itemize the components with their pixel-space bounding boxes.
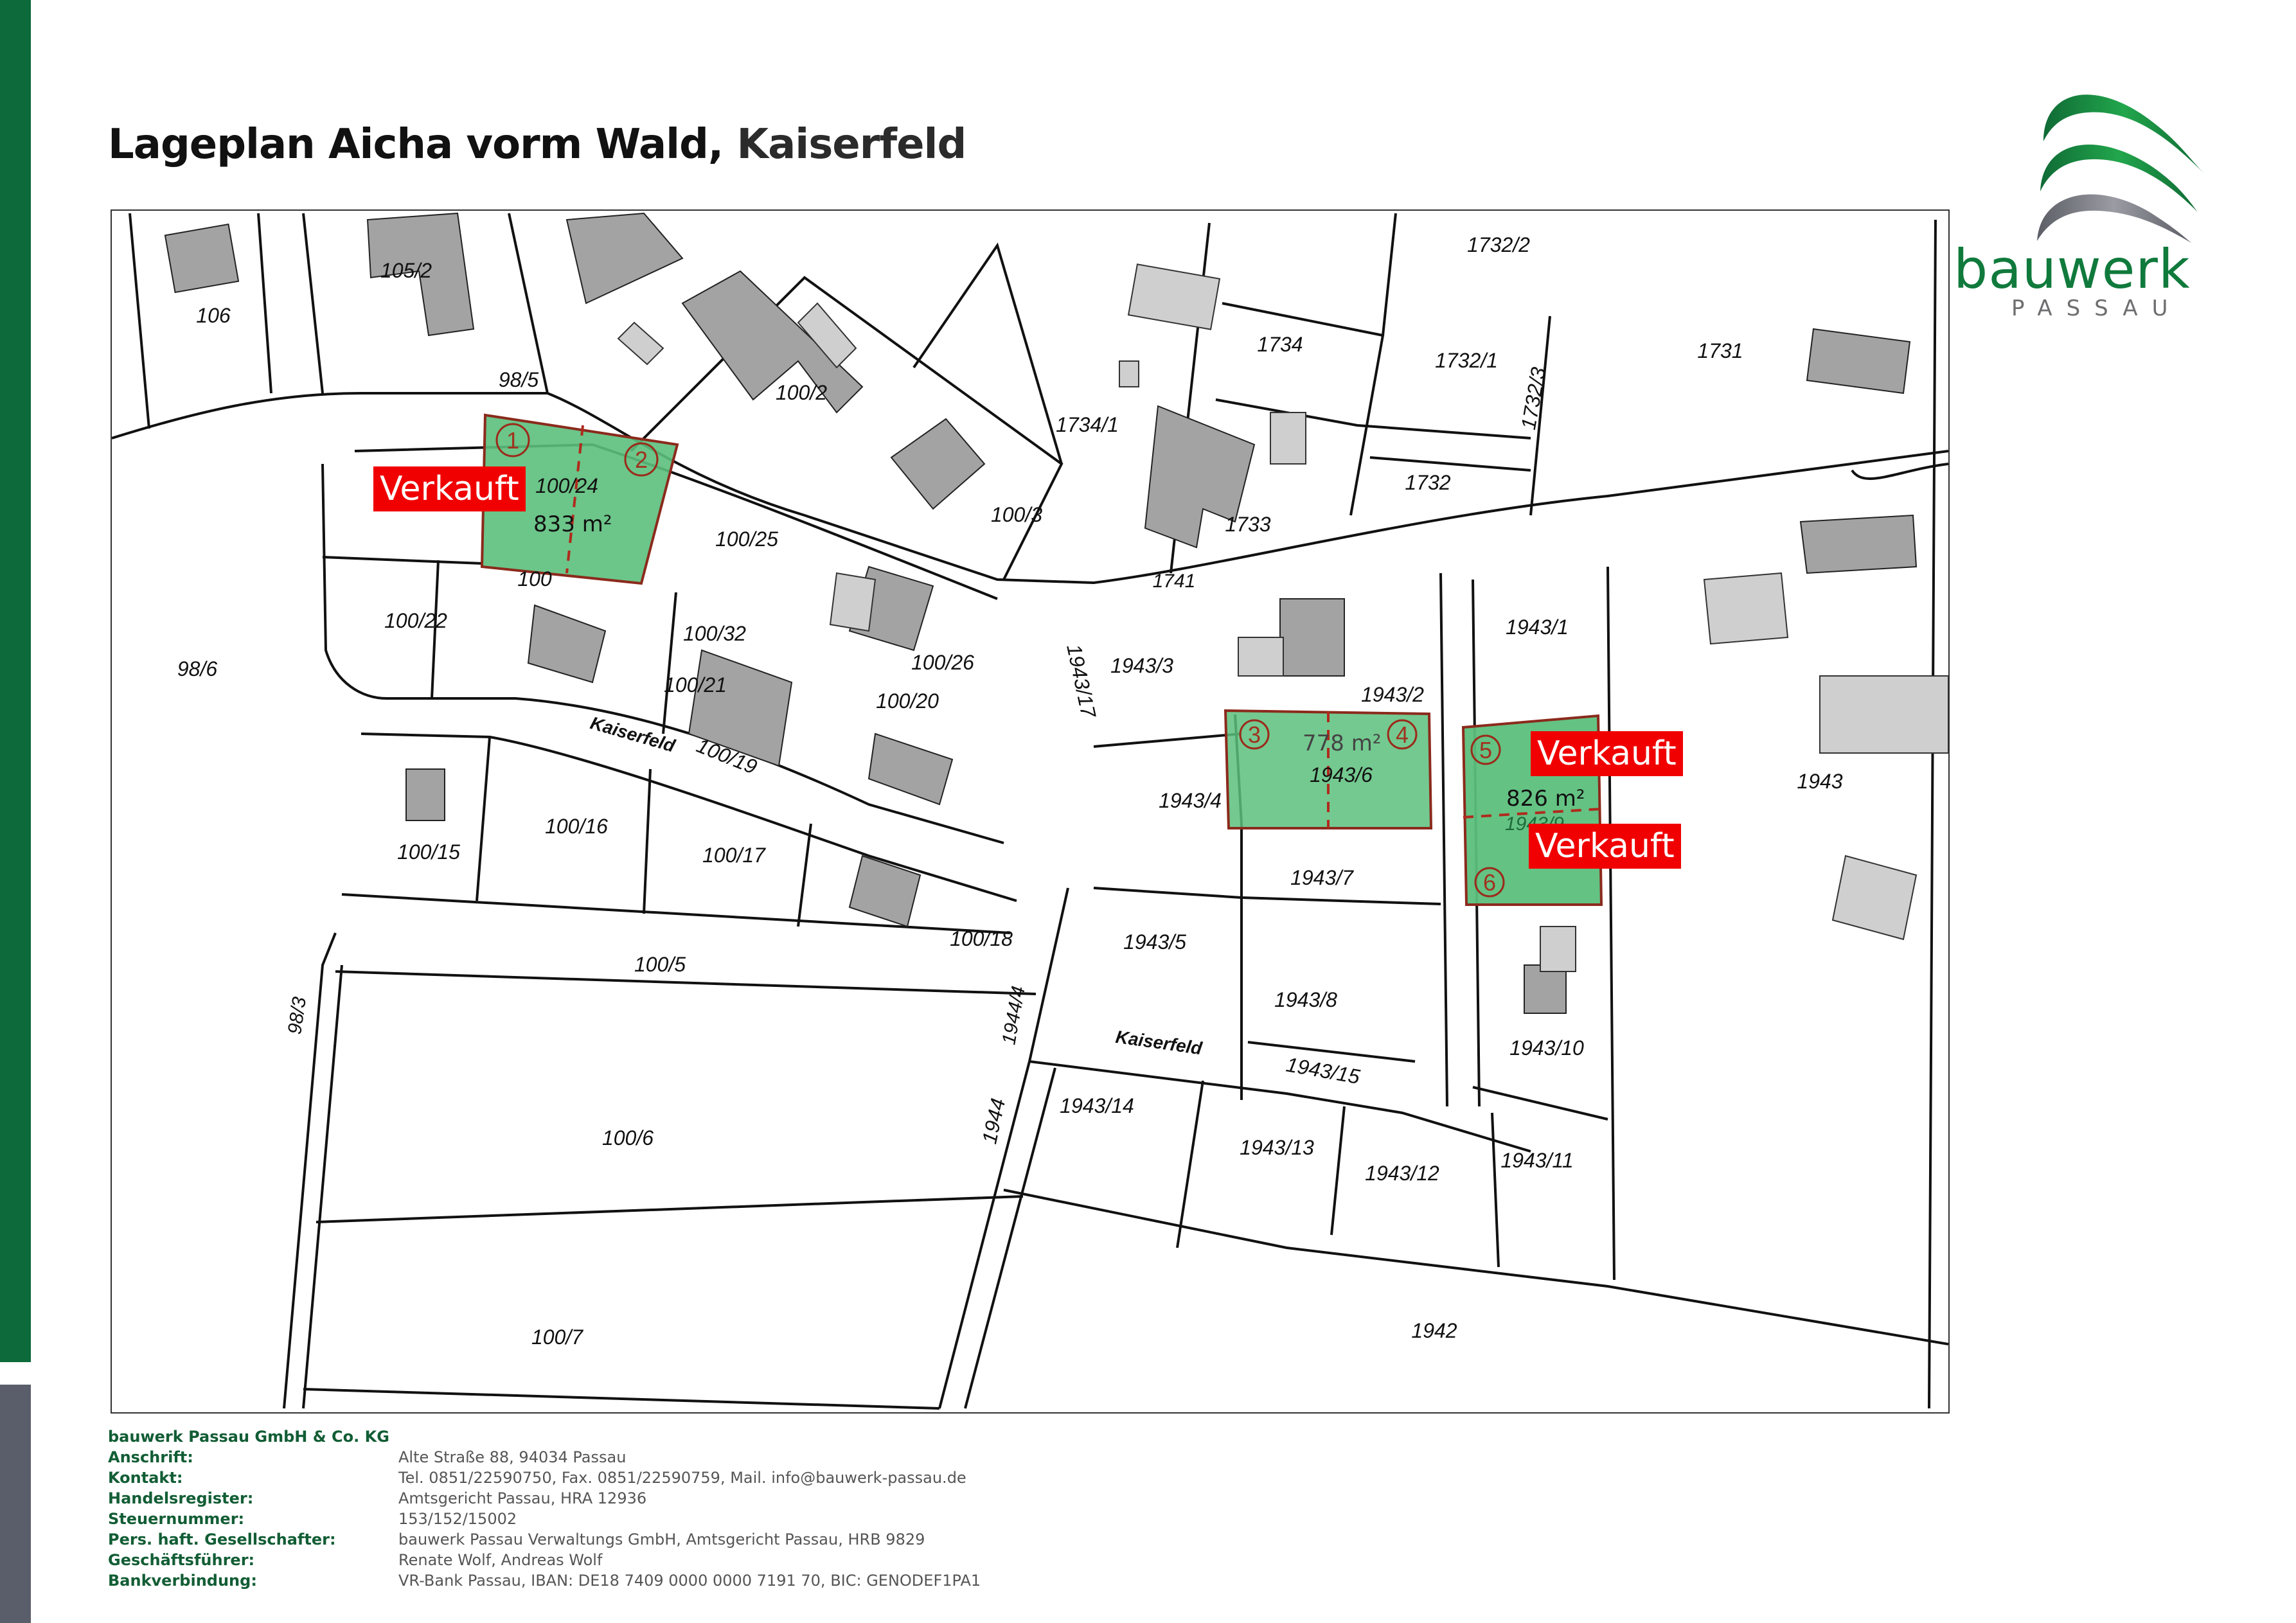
parcel-label: 100/16 bbox=[545, 815, 608, 838]
parcel-label: 1943/7 bbox=[1290, 866, 1354, 889]
footer-row-bank: Bankverbindung:VR-Bank Passau, IBAN: DE1… bbox=[108, 1572, 981, 1590]
parcel-label: 100/2 bbox=[776, 381, 827, 404]
parcel-label: 100/18 bbox=[950, 927, 1013, 950]
parcel-label: 100/20 bbox=[876, 689, 939, 713]
parcel-label: 100/26 bbox=[911, 651, 974, 674]
parcel-labels: 106 105/2 98/5 100/2 1734/1 1734 1732/2 1732/1 1… bbox=[177, 233, 1843, 1349]
parcel-label-rotated: 98/3 bbox=[284, 995, 310, 1036]
parcel-label: 1943 bbox=[1797, 770, 1842, 793]
parcel-label: 100/7 bbox=[531, 1326, 583, 1349]
parcel-label: 1943/3 bbox=[1110, 654, 1173, 677]
parcel-label: 100/17 bbox=[702, 844, 766, 867]
parcel-label: 1734/1 bbox=[1056, 413, 1119, 436]
cadastral-map: 1 2 3 4 5 6 833 m² 778 m² 826 m² 1943/9 … bbox=[112, 212, 1948, 1410]
page-title: Lageplan Aicha vorm Wald, Kaiserfeld bbox=[108, 121, 966, 168]
parcel-label: 1943/11 bbox=[1500, 1149, 1573, 1172]
parcel-label: 1943/10 bbox=[1509, 1036, 1584, 1060]
parcel-label: 1731 bbox=[1697, 339, 1743, 362]
parcel-label: 1732 bbox=[1405, 471, 1450, 494]
plot-number-1: 1 bbox=[506, 427, 519, 454]
footer-row-register: Handelsregister:Amtsgericht Passau, HRA … bbox=[108, 1489, 647, 1507]
parcel-label: 1943/12 bbox=[1365, 1162, 1439, 1185]
footer-row-managers: Geschäftsführer:Renate Wolf, Andreas Wol… bbox=[108, 1551, 603, 1569]
parcel-label: 100/15 bbox=[397, 840, 460, 864]
parcel-label: 1943/14 bbox=[1060, 1094, 1134, 1117]
sold-badge-plot-6: Verkauft bbox=[1529, 824, 1681, 869]
sidebar-accent-gray bbox=[0, 1385, 31, 1623]
plot-area-3: 826 m² bbox=[1506, 786, 1585, 812]
footer-row-address: Anschrift:Alte Straße 88, 94034 Passau bbox=[108, 1448, 627, 1466]
sidebar-accent-green bbox=[0, 0, 31, 1362]
parcel-label: 1732/1 bbox=[1435, 349, 1498, 372]
parcel-label: 100/21 bbox=[664, 673, 727, 696]
parcel-label: 1943/6 bbox=[1310, 763, 1373, 786]
title-sub: Kaiserfeld bbox=[723, 121, 966, 168]
parcel-label: 98/6 bbox=[177, 657, 217, 680]
parcel-label: 100/32 bbox=[683, 622, 746, 645]
parcel-label: 98/5 bbox=[499, 368, 538, 391]
logo-wordmark: bauwerk bbox=[1953, 238, 2191, 301]
contact-info[interactable]: Tel. 0851/22590750, Fax. 0851/22590759, … bbox=[398, 1469, 966, 1487]
plot-number-4: 4 bbox=[1396, 722, 1409, 748]
footer-company-name: bauwerk Passau GmbH & Co. KG bbox=[108, 1428, 389, 1446]
buildings-light bbox=[617, 263, 1948, 972]
parcel-label-rotated: 1943/15 bbox=[1285, 1052, 1362, 1088]
plots-for-sale: 1 2 3 4 5 6 833 m² 778 m² 826 m² 1943/9 bbox=[480, 413, 1603, 906]
plot-area-2: 778 m² bbox=[1303, 731, 1381, 756]
plot-number-3: 3 bbox=[1248, 722, 1261, 748]
street-name-label: Kaiserfeld bbox=[1114, 1027, 1204, 1059]
logo-city: PASSAU bbox=[2011, 296, 2182, 321]
parcel-label: 1733 bbox=[1225, 513, 1270, 536]
title-main: Lageplan Aicha vorm Wald, bbox=[108, 121, 724, 168]
plot-number-5: 5 bbox=[1479, 737, 1492, 763]
buildings bbox=[164, 212, 1918, 1014]
parcel-label: 100/3 bbox=[991, 503, 1042, 526]
company-footer: bauwerk Passau GmbH & Co. KG Anschrift:A… bbox=[108, 1426, 981, 1591]
parcel-label: 1943/1 bbox=[1506, 616, 1569, 639]
parcel-label: 100 bbox=[517, 567, 552, 590]
plot-area-1: 833 m² bbox=[533, 511, 612, 537]
plot-number-2: 2 bbox=[635, 447, 648, 473]
parcel-label: 100/22 bbox=[384, 609, 447, 632]
footer-row-contact: Kontakt:Tel. 0851/22590750, Fax. 0851/22… bbox=[108, 1469, 966, 1487]
parcel-label: 1943/13 bbox=[1240, 1136, 1314, 1159]
parcel-label: 100/5 bbox=[634, 953, 686, 976]
parcel-label: 100/6 bbox=[602, 1126, 654, 1149]
parcel-label: 1943/8 bbox=[1274, 988, 1337, 1011]
site-plan-map[interactable]: 1 2 3 4 5 6 833 m² 778 m² 826 m² 1943/9 … bbox=[111, 209, 1950, 1414]
parcel-label: 1942 bbox=[1411, 1319, 1457, 1342]
sold-badge-plot-5: Verkauft bbox=[1531, 731, 1683, 776]
parcel-label: 1943/2 bbox=[1361, 683, 1424, 706]
sold-badge-plot-1-2: Verkauft bbox=[373, 466, 526, 511]
parcel-label: 1734 bbox=[1257, 333, 1303, 356]
parcel-label: 1943/4 bbox=[1159, 789, 1222, 812]
parcel-label-rotated: 1732/3 bbox=[1517, 366, 1550, 432]
parcel-label: 1732/2 bbox=[1467, 233, 1530, 256]
parcel-label: 100/24 bbox=[535, 474, 598, 497]
parcel-label-rotated: 1741 bbox=[1153, 571, 1196, 592]
parcel-label: 105/2 bbox=[380, 259, 432, 282]
company-logo: bauwerk PASSAU bbox=[1947, 77, 2281, 321]
logo-swoosh-icon bbox=[2037, 94, 2204, 243]
parcel-label-rotated: 1944 bbox=[977, 1096, 1010, 1146]
parcel-boundaries bbox=[112, 213, 1948, 1410]
footer-row-tax: Steuernummer:153/152/15002 bbox=[108, 1510, 517, 1528]
footer-row-partner: Pers. haft. Gesellschafter:bauwerk Passa… bbox=[108, 1530, 925, 1548]
parcel-label: 106 bbox=[196, 304, 231, 327]
parcel-label: 100/25 bbox=[715, 528, 778, 551]
plot-number-6: 6 bbox=[1483, 869, 1496, 896]
parcel-label-rotated: 1943/17 bbox=[1062, 642, 1101, 720]
parcel-label: 1943/5 bbox=[1123, 930, 1186, 953]
